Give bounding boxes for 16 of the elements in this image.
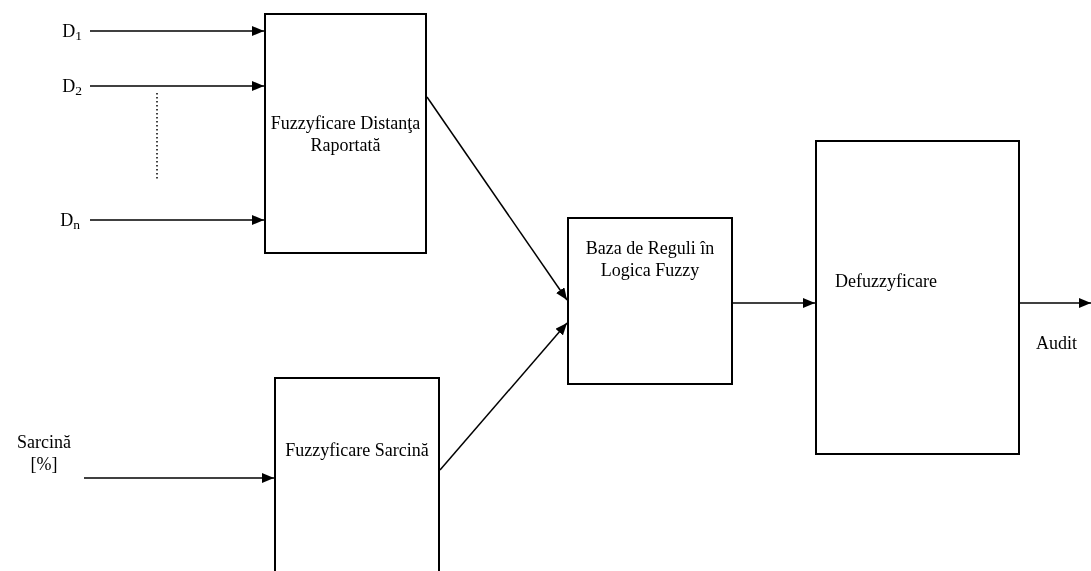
- arrow: [439, 322, 568, 471]
- input-label: Sarcină [%]: [4, 428, 84, 478]
- input-label: D$_{1}$: [54, 18, 90, 44]
- arrow: [83, 473, 275, 483]
- process-box: Defuzzyficare: [815, 140, 1020, 455]
- arrow: [732, 298, 816, 308]
- process-box: Baza de Reguli în Logica Fuzzy: [567, 217, 733, 385]
- arrow: [89, 26, 265, 36]
- arrow: [426, 96, 568, 301]
- arrow: [89, 215, 265, 225]
- input-label: D$_{2}$: [54, 73, 90, 99]
- arrow: [1019, 298, 1091, 308]
- input-label: D$_{n}$: [50, 207, 90, 233]
- process-box: Fuzzyficare Distanţa Raportată: [264, 13, 427, 254]
- arrow: [89, 81, 265, 91]
- process-box: Fuzzyficare Sarcină: [274, 377, 440, 571]
